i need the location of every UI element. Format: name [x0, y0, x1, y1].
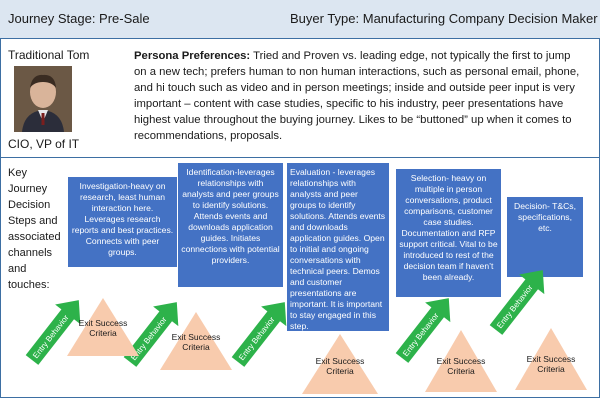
persona-preferences: Persona Preferences: Tried and Proven vs…	[134, 48, 586, 144]
exit-criteria-label: Exit Success Criteria	[78, 318, 128, 338]
preferences-heading: Persona Preferences:	[134, 50, 251, 62]
exit-criteria-label: Exit Success Criteria	[436, 356, 486, 376]
step-box-selection: Selection- heavy on multiple in person c…	[396, 169, 501, 297]
exit-criteria-label: Exit Success Criteria	[171, 332, 221, 352]
exit-criteria-triangle: Exit Success Criteria	[160, 312, 232, 370]
preferences-text: Tried and Proven vs. leading edge, not t…	[134, 50, 580, 142]
entry-behavior-arrow: Entry Behavior	[392, 296, 472, 366]
step-text: Evaluation - leverages relationships wit…	[290, 167, 386, 331]
header-row: Journey Stage: Pre-Sale Buyer Type: Manu…	[0, 0, 600, 39]
buyer-type: Buyer Type: Manufacturing Company Decisi…	[290, 11, 598, 26]
entry-behavior-label: Entry Behavior	[237, 315, 277, 362]
step-text: Selection- heavy on multiple in person c…	[399, 173, 498, 282]
persona-photo	[14, 66, 72, 132]
entry-behavior-label: Entry Behavior	[31, 313, 71, 360]
step-box-decision: Decision- T&Cs, specifications, etc.	[507, 197, 583, 277]
step-box-evaluation: Evaluation - leverages relationships wit…	[287, 163, 389, 331]
exit-criteria-triangle: Exit Success Criteria	[67, 298, 139, 356]
entry-behavior-arrow: Entry Behavior	[22, 300, 102, 370]
step-box-investigation: Investigation-heavy on research, least h…	[68, 177, 177, 267]
exit-criteria-label: Exit Success Criteria	[526, 354, 576, 374]
journey-stage: Journey Stage: Pre-Sale	[8, 11, 150, 26]
step-text: Identification-leverages relationships w…	[181, 167, 280, 265]
entry-behavior-label: Entry Behavior	[495, 283, 535, 330]
steps-label: Key Journey Decision Steps and associate…	[8, 167, 61, 291]
persona-role: CIO, VP of IT	[8, 137, 80, 151]
step-box-identification: Identification-leverages relationships w…	[178, 163, 283, 287]
persona-name: Traditional Tom	[8, 48, 90, 62]
persona-row	[0, 39, 600, 158]
exit-criteria-triangle: Exit Success Criteria	[515, 328, 587, 390]
step-text: Investigation-heavy on research, least h…	[71, 181, 174, 257]
exit-criteria-label: Exit Success Criteria	[315, 356, 365, 376]
step-text: Decision- T&Cs, specifications, etc.	[514, 201, 576, 233]
exit-criteria-triangle: Exit Success Criteria	[425, 330, 497, 392]
entry-behavior-arrow: Entry Behavior	[228, 300, 308, 370]
entry-behavior-arrow: Entry Behavior	[486, 268, 566, 338]
exit-criteria-triangle: Exit Success Criteria	[302, 334, 378, 394]
